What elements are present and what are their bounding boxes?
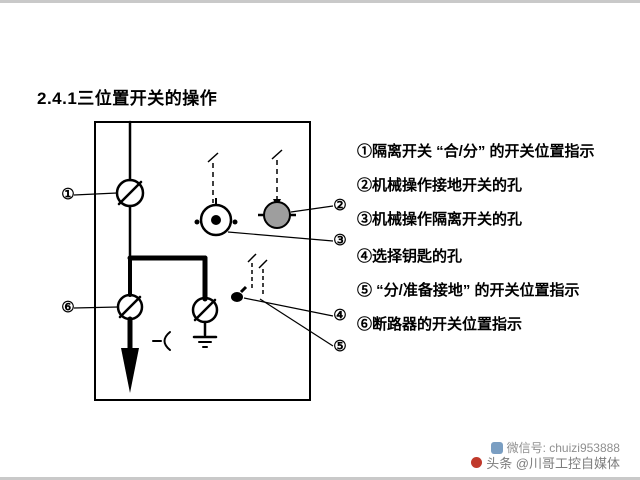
leader-lines xyxy=(73,192,334,347)
top-border xyxy=(0,0,640,3)
watermark-wechat-text: 微信号: chuizi953888 xyxy=(506,441,620,455)
callout-2: ② xyxy=(333,197,347,214)
toutiao-icon xyxy=(471,457,483,468)
leader-line-3 xyxy=(227,231,334,242)
operation-hole-gray xyxy=(258,149,296,229)
legend-item-6: ⑥断路器的开关位置指示 xyxy=(357,315,523,333)
callout-3: ③ xyxy=(333,232,347,249)
trip-lever-symbol xyxy=(152,331,171,351)
dial-dot-right xyxy=(232,219,238,225)
legend-item-4: ④选择钥匙的孔 xyxy=(357,248,463,266)
position-mark-tick xyxy=(271,149,283,160)
position-mark-tick xyxy=(247,253,257,263)
callout-4: ④ xyxy=(333,307,347,324)
legend-list: ①隔离开关 “合/分” 的开关位置指示 ②机械操作接地开关的孔 ③机械操作隔离开… xyxy=(357,141,597,348)
position-mark-tick xyxy=(258,259,268,269)
legend-item-1: ①隔离开关 “合/分” 的开关位置指示 xyxy=(357,143,595,160)
circuit xyxy=(115,120,219,393)
bottom-border xyxy=(0,477,640,480)
callout-6: ⑥ xyxy=(61,299,75,316)
watermark-toutiao-line: 头条 @川哥工控自媒体 xyxy=(471,453,620,472)
position-indicator-dial xyxy=(194,152,238,237)
legend-item-3: ③机械操作隔离开关的孔 xyxy=(357,210,523,228)
watermark-toutiao-text: 头条 @川哥工控自媒体 xyxy=(486,456,620,471)
callout-5: ⑤ xyxy=(333,338,347,355)
three-position-switch-schematic xyxy=(73,120,334,401)
key-hole xyxy=(231,292,243,302)
wechat-icon xyxy=(490,441,503,454)
leader-line-5 xyxy=(259,298,334,347)
feeder-arrow xyxy=(121,348,139,393)
leader-line-6 xyxy=(73,306,119,309)
leader-line-4 xyxy=(243,297,334,317)
watermark: 微信号: chuizi953888 头条 @川哥工控自媒体 xyxy=(471,439,620,472)
callout-1: ① xyxy=(61,186,75,203)
leader-line-1 xyxy=(73,192,118,196)
position-mark-tick xyxy=(207,152,219,163)
legend-item-2: ②机械操作接地开关的孔 xyxy=(357,176,523,194)
dial-dot-left xyxy=(194,219,200,225)
key-hole-tail xyxy=(239,285,248,294)
legend-item-5: ⑤ “分/准备接地” 的开关位置指示 xyxy=(357,282,580,299)
leader-line-2 xyxy=(290,205,334,213)
key-hole-symbol xyxy=(231,253,268,302)
watermark-wechat-line: 微信号: chuizi953888 xyxy=(471,439,620,456)
page-title: 2.4.1三位置开关的操作 xyxy=(37,89,218,108)
ground-symbol xyxy=(192,335,218,348)
